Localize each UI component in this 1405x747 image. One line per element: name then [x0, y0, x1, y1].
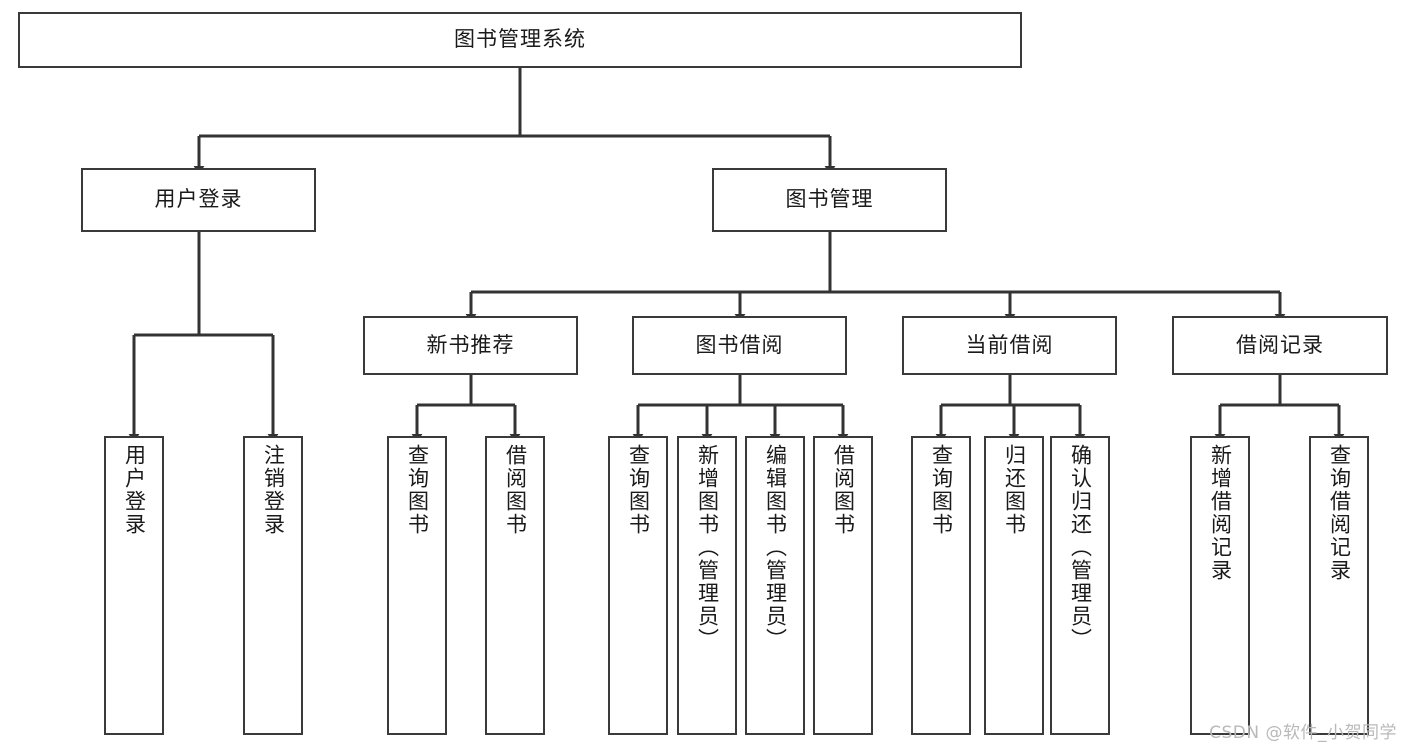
node-borrow_record[interactable]: 借阅记录: [1172, 316, 1388, 375]
node-leaf_confirm_return[interactable]: 确认归还（管理员）: [1050, 436, 1110, 735]
node-label: 确认归还（管理员）: [1068, 444, 1093, 651]
csdn-watermark: CSDN @软件_小贺同学: [1209, 723, 1397, 743]
node-leaf_query_book_cb[interactable]: 查询图书: [911, 436, 971, 735]
node-leaf_edit_book[interactable]: 编辑图书（管理员）: [745, 436, 805, 735]
node-leaf_query_book_bb[interactable]: 查询图书: [608, 436, 668, 735]
node-label: 用户登录: [154, 187, 243, 212]
node-leaf_user_login[interactable]: 用户登录: [104, 436, 164, 735]
node-leaf_query_record[interactable]: 查询借阅记录: [1309, 436, 1369, 735]
node-leaf_query_book_rec[interactable]: 查询图书: [387, 436, 447, 735]
node-label: 查询图书: [929, 444, 954, 536]
node-label: 借阅图书: [831, 444, 856, 536]
node-user_login[interactable]: 用户登录: [81, 168, 316, 232]
node-label: 新书推荐: [426, 332, 515, 357]
node-label: 新增借阅记录: [1208, 444, 1233, 582]
node-book_manage[interactable]: 图书管理: [712, 168, 947, 232]
node-label: 编辑图书（管理员）: [763, 444, 788, 651]
node-new_book_rec[interactable]: 新书推荐: [363, 316, 578, 375]
node-current_borrow[interactable]: 当前借阅: [902, 316, 1117, 375]
node-label: 查询借阅记录: [1327, 444, 1352, 582]
node-label: 注销登录: [261, 444, 286, 536]
node-label: 查询图书: [405, 444, 430, 536]
node-leaf_add_book[interactable]: 新增图书（管理员）: [677, 436, 737, 735]
node-label: 借阅图书: [503, 444, 528, 536]
node-leaf_user_logout[interactable]: 注销登录: [243, 436, 303, 735]
node-label: 查询图书: [626, 444, 651, 536]
node-leaf_borrow_book_bb[interactable]: 借阅图书: [813, 436, 873, 735]
node-label: 归还图书: [1002, 444, 1027, 536]
node-label: 图书借阅: [695, 332, 784, 357]
node-label: 当前借阅: [965, 332, 1054, 357]
node-leaf_add_record[interactable]: 新增借阅记录: [1190, 436, 1250, 735]
node-leaf_return_book[interactable]: 归还图书: [984, 436, 1044, 735]
node-label: 借阅记录: [1236, 332, 1324, 357]
node-leaf_borrow_book_rec[interactable]: 借阅图书: [485, 436, 545, 735]
node-label: 图书管理系统: [454, 27, 586, 52]
node-label: 新增图书（管理员）: [695, 444, 720, 651]
node-book_borrow[interactable]: 图书借阅: [632, 316, 847, 375]
node-label: 用户登录: [122, 444, 147, 536]
node-label: 图书管理: [785, 187, 874, 212]
node-root[interactable]: 图书管理系统: [18, 12, 1022, 68]
